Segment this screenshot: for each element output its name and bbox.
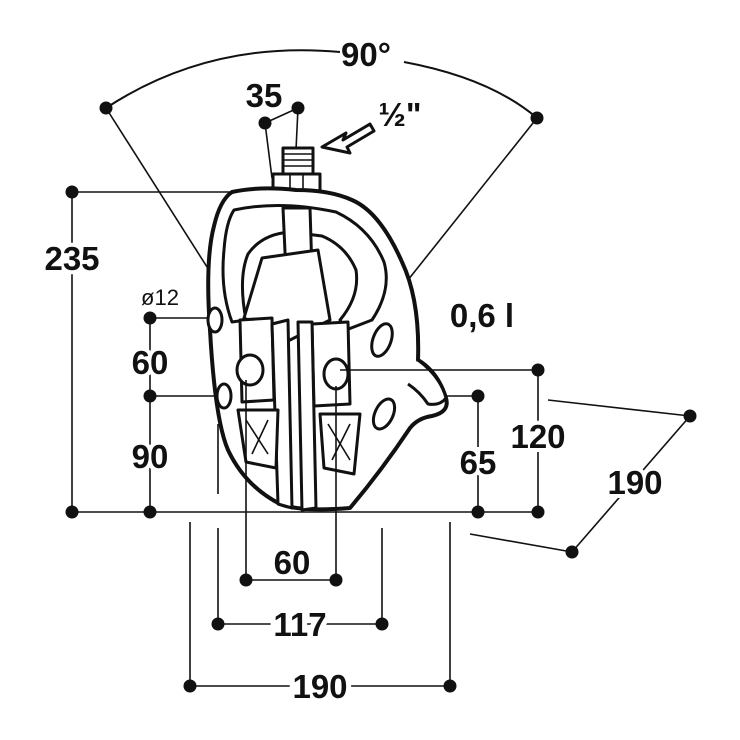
height-right-b-label: 65 <box>460 444 497 481</box>
height-label: 235 <box>44 240 99 277</box>
height-right-a-label: 120 <box>510 418 565 455</box>
hole-position-dimensions: ø12 60 90 <box>128 285 218 519</box>
hole-diameter-label: ø12 <box>141 285 179 310</box>
valve-body <box>206 146 449 512</box>
hole-spacing-h-label: 60 <box>274 544 311 581</box>
connector-width-dimension: 35 <box>246 77 305 179</box>
hole-spacing-v-label: 60 <box>132 344 169 381</box>
base-inner-label: 117 <box>273 606 326 643</box>
hole-height-label: 90 <box>132 438 169 475</box>
base-outer-label: 190 <box>292 668 347 705</box>
thread-label: ½" <box>378 96 421 133</box>
thread-indicator: ½" <box>320 96 422 155</box>
volume-label: 0,6 l <box>450 297 514 334</box>
right-height-dimensions: 120 65 <box>340 363 570 519</box>
height-dimension: 235 <box>40 185 232 519</box>
base-outer-dimension: 190 <box>183 522 457 710</box>
depth-label: 190 <box>607 464 662 501</box>
base-inner-dimension: 117 <box>211 424 389 648</box>
hole-spacing-h-dimension: 60 <box>239 380 343 587</box>
angle-dimension: 90° <box>99 36 544 301</box>
depth-dimension: 190 <box>469 399 697 559</box>
angle-label: 90° <box>341 36 391 73</box>
connector-width-label: 35 <box>246 77 283 114</box>
